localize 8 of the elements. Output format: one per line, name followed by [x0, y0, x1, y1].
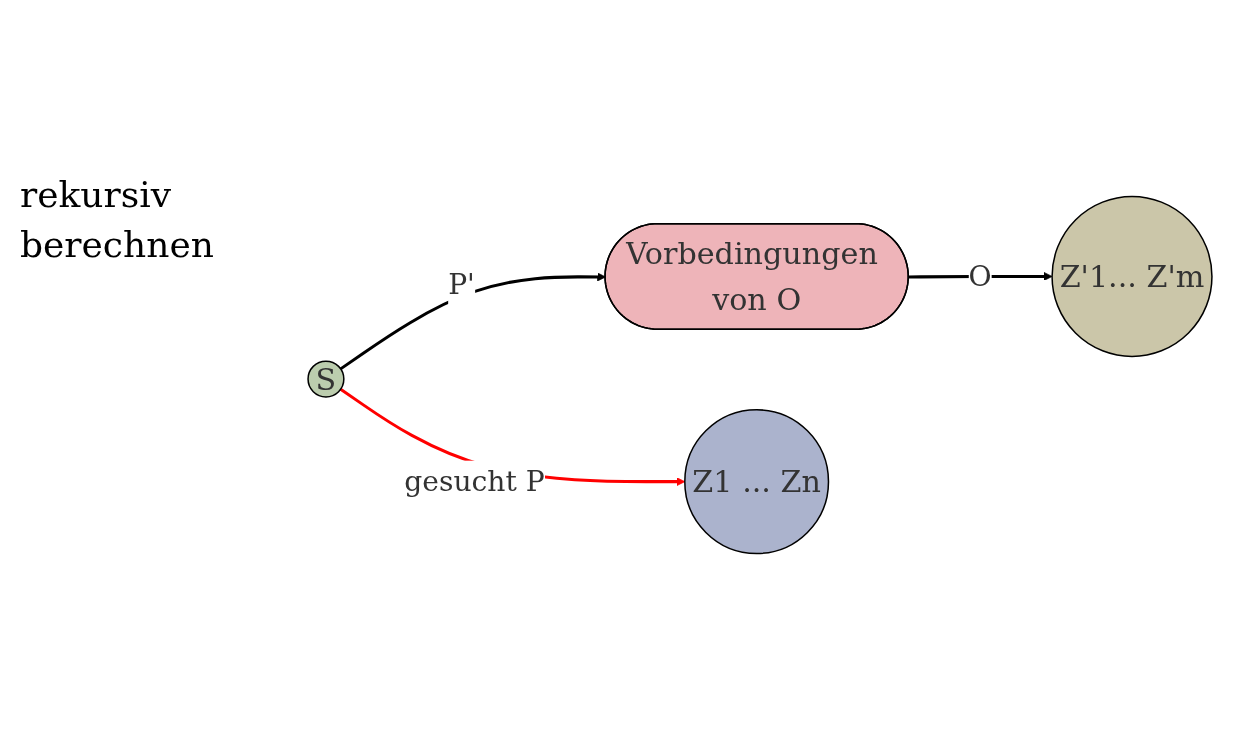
arrow [339, 272, 606, 371]
note-text: rekursiv berechnen [20, 173, 215, 268]
node-circle: Z1 ... Zn [684, 409, 830, 555]
edge-label: O [968, 259, 992, 293]
node-circle: S [307, 360, 345, 398]
node-circle: Z'1... Z'm [1051, 195, 1213, 358]
edge-label: gesucht P [404, 464, 545, 498]
edge-label: P' [448, 268, 475, 302]
